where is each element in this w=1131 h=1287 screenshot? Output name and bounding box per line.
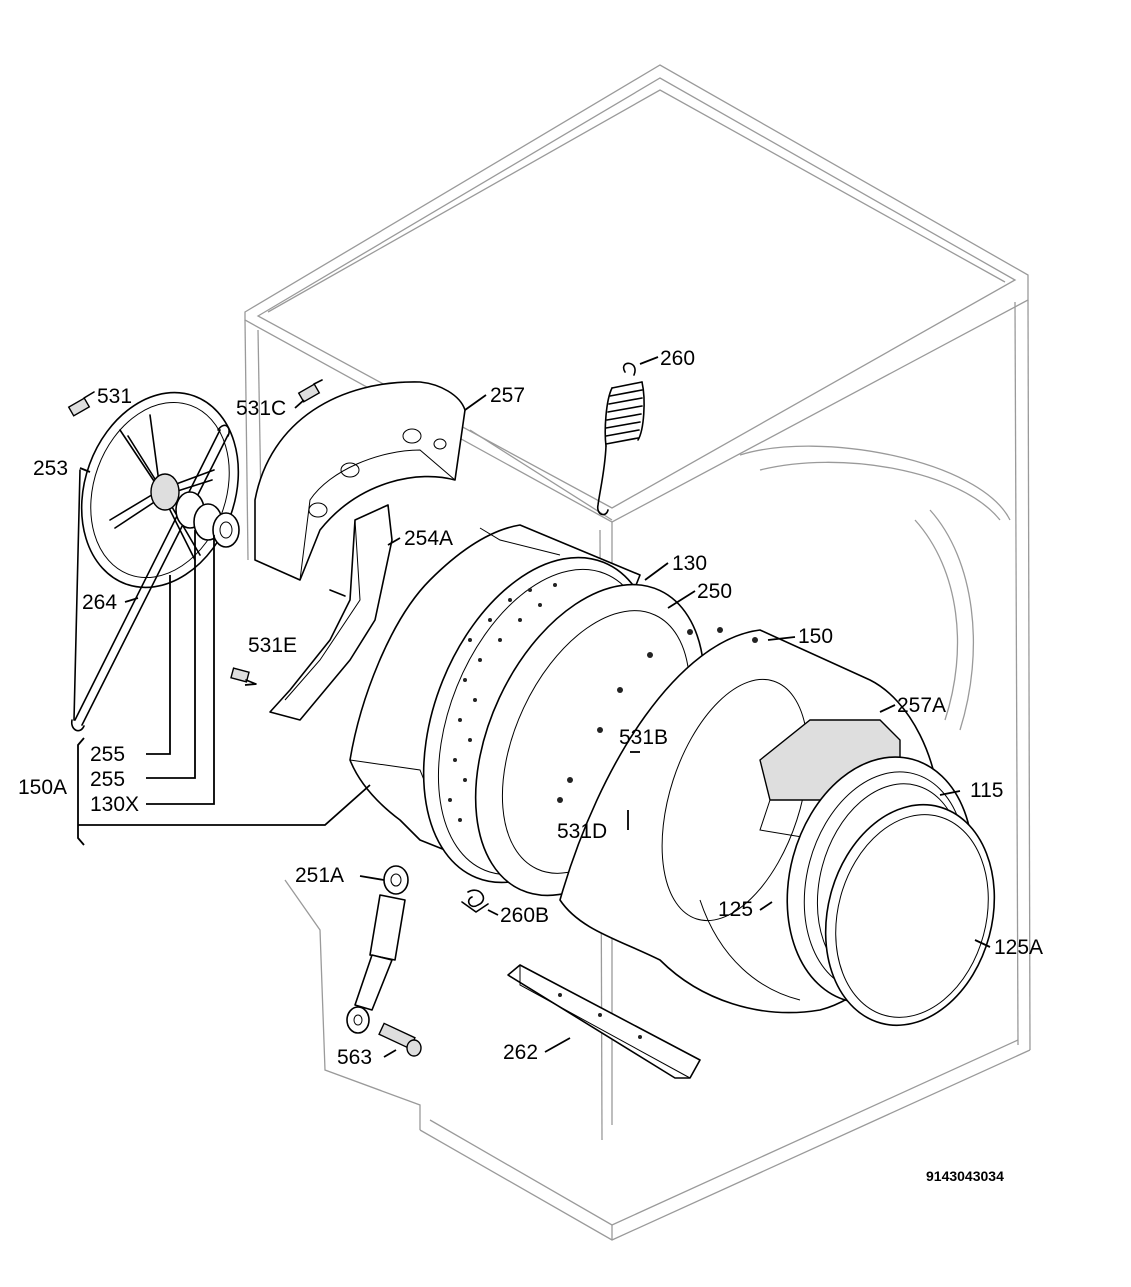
label-251a: 251A bbox=[295, 864, 344, 887]
clamp-ring-125a bbox=[824, 803, 996, 1027]
bolt-563 bbox=[378, 1022, 422, 1057]
label-253: 253 bbox=[33, 457, 68, 480]
label-255-second: 255 bbox=[90, 768, 125, 791]
label-257: 257 bbox=[490, 384, 525, 407]
label-130: 130 bbox=[672, 552, 707, 575]
pulley-253 bbox=[80, 391, 240, 589]
part-labels: 531 531C 257 260 253 254A 264 130 250 15… bbox=[18, 347, 1043, 1184]
shock-absorber-251a bbox=[346, 865, 409, 1034]
label-264: 264 bbox=[82, 591, 117, 614]
spring-260 bbox=[596, 362, 645, 516]
belt-264 bbox=[70, 424, 230, 732]
label-254a: 254A bbox=[404, 527, 453, 550]
counterweight-257 bbox=[254, 381, 466, 581]
label-150: 150 bbox=[798, 625, 833, 648]
label-125a: 125A bbox=[994, 936, 1043, 959]
leader-lines bbox=[77, 356, 991, 1058]
clip-260b bbox=[461, 889, 489, 913]
lifter-262 bbox=[507, 964, 701, 1079]
label-531c: 531C bbox=[236, 397, 286, 420]
label-260b: 260B bbox=[500, 904, 549, 927]
bracket-254a bbox=[269, 504, 393, 721]
label-531: 531 bbox=[97, 385, 132, 408]
document-number: 9143043034 bbox=[926, 1168, 1004, 1184]
label-130x: 130X bbox=[90, 793, 139, 816]
label-255-first: 255 bbox=[90, 743, 125, 766]
label-262: 262 bbox=[503, 1041, 538, 1064]
label-531e: 531E bbox=[248, 634, 297, 657]
label-257a: 257A bbox=[897, 694, 946, 717]
label-531b: 531B bbox=[619, 726, 668, 749]
bearings-255 bbox=[175, 491, 240, 548]
label-115: 115 bbox=[970, 779, 1003, 802]
label-150a: 150A bbox=[18, 776, 67, 799]
label-125: 125 bbox=[718, 898, 753, 921]
label-563: 563 bbox=[337, 1046, 372, 1069]
label-531d: 531D bbox=[557, 820, 607, 843]
label-260: 260 bbox=[660, 347, 695, 370]
label-250: 250 bbox=[697, 580, 732, 603]
